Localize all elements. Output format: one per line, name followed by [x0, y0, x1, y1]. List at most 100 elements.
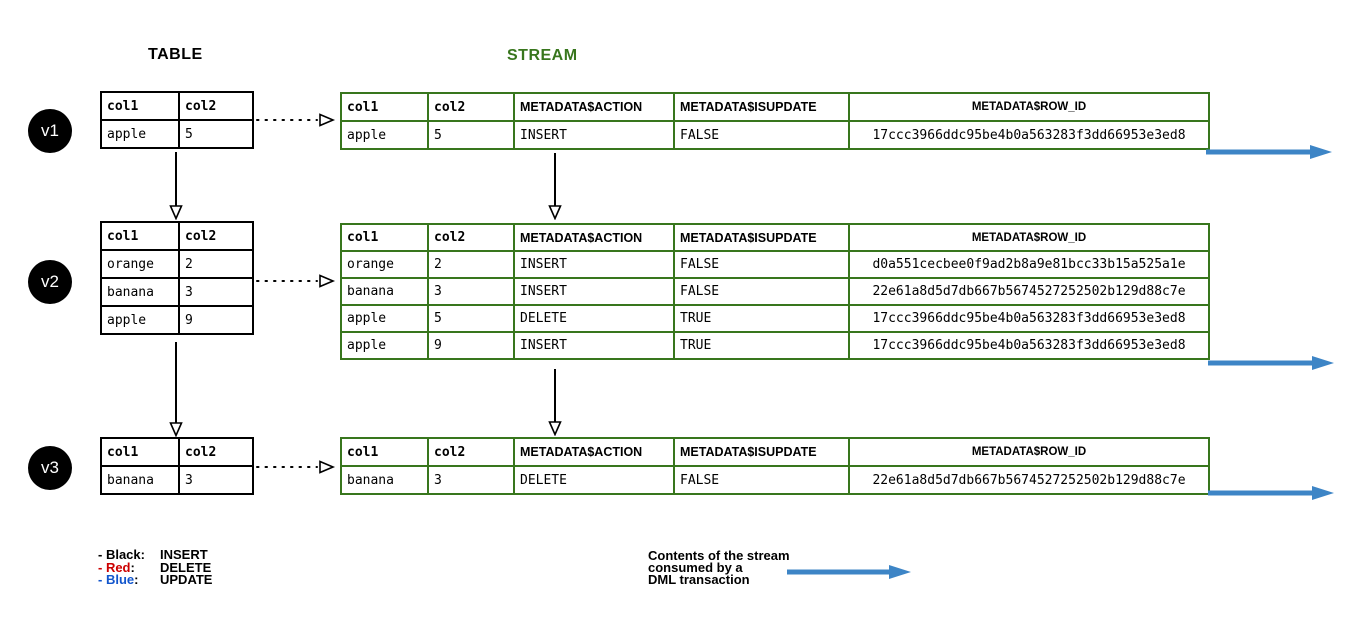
down-arrow-table-v2-v3: [169, 342, 183, 437]
table-row: col1 col2 METADATA$ACTION METADATA$ISUPD…: [340, 437, 1210, 467]
legend-item-insert: - Black: INSERT: [98, 547, 208, 562]
table-cell: 17ccc3966ddc95be4b0a563283f3dd66953e3ed8: [848, 304, 1210, 333]
column-header: col1: [100, 437, 180, 467]
table-cell: 2: [427, 250, 515, 279]
table-cell: banana: [340, 277, 429, 306]
dotted-connector-arrow: [256, 460, 336, 474]
column-header: col1: [100, 91, 180, 121]
table-cell: INSERT: [513, 250, 675, 279]
table-cell: 3: [178, 277, 254, 307]
column-header: col2: [178, 91, 254, 121]
table-row: apple 5 INSERT FALSE 17ccc3966ddc95be4b0…: [340, 120, 1210, 150]
table-cell: apple: [340, 331, 429, 360]
legend-value: UPDATE: [160, 572, 213, 587]
table-cell: orange: [340, 250, 429, 279]
table-cell: FALSE: [673, 465, 850, 495]
column-header: col2: [427, 92, 515, 122]
table-row: col1 col2 METADATA$ACTION METADATA$ISUPD…: [340, 223, 1210, 252]
table-row: apple 5: [100, 119, 254, 149]
table-cell: INSERT: [513, 277, 675, 306]
stream-output-arrow-v3: [1208, 486, 1334, 500]
table-row: col1 col2 METADATA$ACTION METADATA$ISUPD…: [340, 92, 1210, 122]
column-header: col2: [178, 221, 254, 251]
table-cell-deleted: banana: [100, 465, 180, 495]
stream-table-v1: col1 col2 METADATA$ACTION METADATA$ISUPD…: [340, 92, 1210, 150]
down-arrow-stream-v1-v2: [548, 153, 562, 220]
table-row: apple 9: [100, 305, 254, 335]
column-header: METADATA$ISUPDATE: [673, 437, 850, 467]
stream-consumed-arrow: [787, 565, 911, 579]
table-cell: FALSE: [673, 120, 850, 150]
table-cell-updated: 9: [178, 305, 254, 335]
table-row: orange 2 INSERT FALSE d0a551cecbee0f9ad2…: [340, 250, 1210, 279]
dotted-connector-arrow: [256, 274, 336, 288]
version-badge-v1: v1: [28, 109, 72, 153]
source-table-v3: col1 col2 banana 3: [100, 437, 254, 495]
table-cell: banana: [340, 465, 429, 495]
down-arrow-stream-v2-v3: [548, 369, 562, 436]
table-cell: TRUE: [673, 331, 850, 360]
stream-table-v2: col1 col2 METADATA$ACTION METADATA$ISUPD…: [340, 223, 1210, 360]
table-cell: d0a551cecbee0f9ad2b8a9e81bcc33b15a525a1e: [848, 250, 1210, 279]
table-cell: 9: [427, 331, 515, 360]
table-cell: INSERT: [513, 120, 675, 150]
stream-heading: STREAM: [507, 47, 578, 64]
table-cell: 2: [178, 249, 254, 279]
legend-label: - Blue: [98, 572, 135, 587]
table-row: apple 5 DELETE TRUE 17ccc3966ddc95be4b0a…: [340, 304, 1210, 333]
table-cell: FALSE: [673, 277, 850, 306]
table-cell-deleted: 3: [178, 465, 254, 495]
version-badge-v3: v3: [28, 446, 72, 490]
stream-output-arrow-v2: [1208, 356, 1334, 370]
column-header: METADATA$ROW_ID: [848, 437, 1210, 467]
version-badge-v2: v2: [28, 260, 72, 304]
legend-item-delete: - Red: DELETE: [98, 559, 212, 575]
legend-label: - Red: [98, 559, 131, 575]
table-heading: TABLE: [148, 46, 203, 63]
table-row: col1 col2: [100, 437, 254, 467]
legend-value: INSERT: [160, 547, 208, 562]
down-arrow-table-v1-v2: [169, 152, 183, 220]
legend-label: - Black: [98, 547, 141, 562]
color-legend: - Black: INSERT - Red: DELETE - Blue: UP…: [98, 547, 213, 587]
table-cell: DELETE: [513, 465, 675, 495]
table-row: col1 col2: [100, 91, 254, 121]
stream-output-arrow-v1: [1206, 145, 1332, 159]
stream-table-v3: col1 col2 METADATA$ACTION METADATA$ISUPD…: [340, 437, 1210, 495]
column-header: col2: [427, 223, 515, 252]
table-cell: 3: [427, 277, 515, 306]
column-header: col2: [178, 437, 254, 467]
table-row: banana 3: [100, 277, 254, 307]
column-header: col1: [100, 221, 180, 251]
table-cell: 5: [427, 120, 515, 150]
dotted-connector-arrow: [256, 113, 336, 127]
table-cell: orange: [100, 249, 180, 279]
table-cell-updated: apple: [100, 305, 180, 335]
table-cell: TRUE: [673, 304, 850, 333]
table-cell: banana: [100, 277, 180, 307]
table-cell: 5: [427, 304, 515, 333]
table-cell: apple: [340, 304, 429, 333]
table-cell: 3: [427, 465, 515, 495]
table-cell: 17ccc3966ddc95be4b0a563283f3dd66953e3ed8: [848, 120, 1210, 150]
table-row: col1 col2: [100, 221, 254, 251]
table-row: banana 3: [100, 465, 254, 495]
table-cell: apple: [100, 119, 180, 149]
column-header: METADATA$ACTION: [513, 223, 675, 252]
column-header: METADATA$ROW_ID: [848, 92, 1210, 122]
legend-value: DELETE: [160, 559, 212, 575]
column-header: col1: [340, 223, 429, 252]
table-cell: 5: [178, 119, 254, 149]
table-row: banana 3 DELETE FALSE 22e61a8d5d7db667b5…: [340, 465, 1210, 495]
column-header: col1: [340, 92, 429, 122]
column-header: METADATA$ISUPDATE: [673, 92, 850, 122]
table-cell: FALSE: [673, 250, 850, 279]
table-row: apple 9 INSERT TRUE 17ccc3966ddc95be4b0a…: [340, 331, 1210, 360]
table-cell: INSERT: [513, 331, 675, 360]
column-header: METADATA$ACTION: [513, 92, 675, 122]
legend-item-update: - Blue: UPDATE: [98, 572, 213, 587]
column-header: METADATA$ACTION: [513, 437, 675, 467]
table-cell: DELETE: [513, 304, 675, 333]
table-row: banana 3 INSERT FALSE 22e61a8d5d7db667b5…: [340, 277, 1210, 306]
table-cell: 22e61a8d5d7db667b5674527252502b129d88c7e: [848, 277, 1210, 306]
